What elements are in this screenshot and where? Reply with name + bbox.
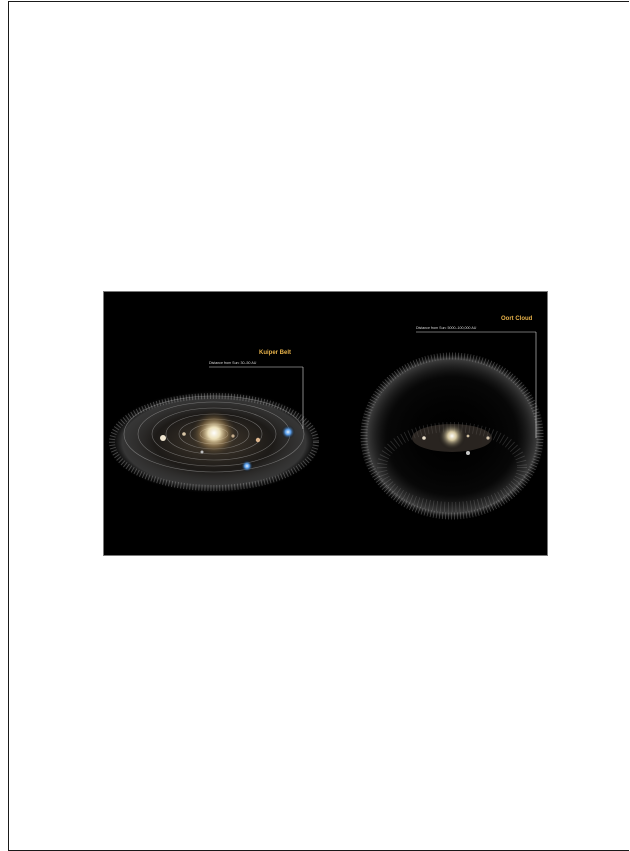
sun <box>190 409 238 457</box>
solar-system-illustration: Kuiper Belt Distance from Sun: 30–50 AU … <box>103 291 548 556</box>
planet <box>182 432 186 436</box>
planet <box>160 435 166 441</box>
planet-blue <box>241 460 253 472</box>
kuiper-belt-debris <box>109 393 319 491</box>
oort-cloud-distance: Distance from Sun: 5000–100,000 AU <box>416 326 477 330</box>
planet <box>200 450 204 454</box>
oort-sun <box>438 422 466 450</box>
kuiper-belt-system <box>106 366 322 494</box>
oort-cloud-lower-particles <box>377 422 527 512</box>
illustration-canvas <box>106 331 545 520</box>
planet <box>422 436 426 440</box>
planet <box>486 436 490 440</box>
planet-blue <box>281 425 295 439</box>
kuiper-belt-distance: Distance from Sun: 30–50 AU <box>209 361 257 365</box>
oort-cloud-system <box>359 331 545 520</box>
planet <box>231 434 235 438</box>
oort-cloud-label: Oort Cloud <box>501 316 533 322</box>
planet <box>466 434 470 438</box>
kuiper-belt-label: Kuiper Belt <box>259 350 292 356</box>
planet <box>466 451 470 455</box>
oort-cloud-particles <box>360 352 544 520</box>
planet <box>255 437 261 443</box>
